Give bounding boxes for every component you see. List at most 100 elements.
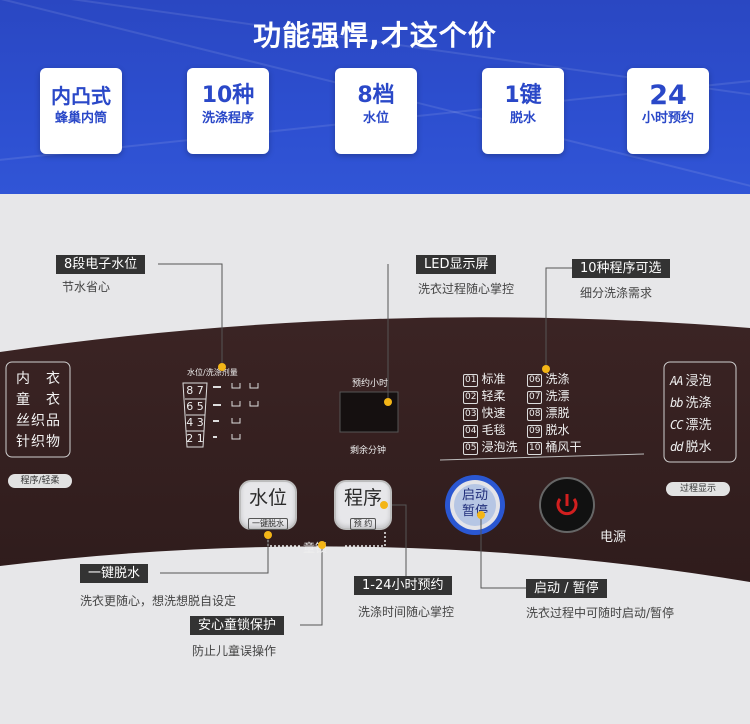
segment-digits: CC xyxy=(670,418,683,432)
phase-label: 浸泡 xyxy=(685,374,712,389)
phase-label: 脱水 xyxy=(685,440,712,455)
water-level-87: 8 7 xyxy=(186,384,204,397)
feature-subtitle: 水位 xyxy=(362,111,389,126)
program-name: 洗涤 xyxy=(545,372,570,386)
program-button-label: 程序 xyxy=(343,487,382,509)
feature-title: 8档 xyxy=(357,83,395,108)
callout-programs: 10种程序可选 xyxy=(572,259,670,278)
feature-card-drum: 内凸式 蜂巢内筒 xyxy=(40,68,122,154)
program-name: 毛毯 xyxy=(481,423,506,437)
feature-title: 1键 xyxy=(504,83,542,108)
callout-child-lock-desc: 防止儿童误操作 xyxy=(192,644,277,658)
water-level-43: 4 3 xyxy=(186,416,204,429)
feature-subtitle: 洗涤程序 xyxy=(201,111,254,126)
reserve-hours-label: 预约小时 xyxy=(352,379,389,389)
headline: 功能强悍,才这个价 xyxy=(253,19,497,52)
callout-led-desc: 洗衣过程随心掌控 xyxy=(418,282,515,296)
callout-water-level-desc: 节水省心 xyxy=(62,280,111,294)
banner: 功能强悍,才这个价 内凸式 蜂巢内筒 10种 洗涤程序 8档 水位 1键 脱水 … xyxy=(0,0,750,194)
feature-subtitle: 小时预约 xyxy=(641,111,694,126)
feature-subtitle: 脱水 xyxy=(509,111,536,126)
callout-programs-desc: 细分洗涤需求 xyxy=(580,286,653,300)
fabric-kids: 童 衣 xyxy=(16,392,61,408)
program-code: 04 xyxy=(463,425,479,438)
one-key-spin-label: 一键脱水 xyxy=(248,518,288,530)
callout-start-pause: 启动 / 暂停 xyxy=(526,579,607,598)
program-code: 08 xyxy=(527,408,543,421)
program-code: 01 xyxy=(463,374,479,387)
program-name: 洗漂 xyxy=(545,389,570,403)
callout-led: LED显示屏 xyxy=(416,255,497,274)
start-pause-button[interactable]: 启动 暂停 xyxy=(450,483,500,527)
water-level-21: 2 1 xyxy=(186,432,204,445)
phase-label: 漂洗 xyxy=(685,418,712,433)
segment-digits: bb xyxy=(670,396,683,410)
program-name: 浸泡洗 xyxy=(481,440,518,454)
power-label: 电源 xyxy=(600,530,627,545)
reservation-label: 预 约 xyxy=(349,518,377,530)
program-code: 09 xyxy=(527,425,543,438)
feature-title: 内凸式 xyxy=(51,84,111,108)
segment-digits: dd xyxy=(670,440,683,454)
feature-card-reservation: 24 小时预约 xyxy=(627,68,709,154)
callout-spin-desc: 洗衣更随心，想洗想脱自设定 xyxy=(80,594,237,608)
callout-dot xyxy=(264,531,272,539)
fabric-knit: 针织物 xyxy=(16,434,61,450)
feature-title: 24 xyxy=(649,80,687,111)
start-label: 启动 xyxy=(461,488,488,503)
water-level-button[interactable]: 水位 一键脱水 xyxy=(239,480,297,530)
water-level-button-label: 水位 xyxy=(248,487,287,509)
feature-title: 10种 xyxy=(201,83,255,108)
power-button[interactable] xyxy=(540,478,594,532)
fabric-silk: 丝织品 xyxy=(16,413,61,429)
callout-spin: 一键脱水 xyxy=(80,564,149,583)
program-name: 标准 xyxy=(481,372,506,386)
segment-digits: AA xyxy=(670,374,683,388)
feature-subtitle: 蜂巢内筒 xyxy=(54,111,107,126)
callout-start-pause-desc: 洗衣过程中可随时启动/暂停 xyxy=(526,606,675,620)
feature-card-water: 8档 水位 xyxy=(335,68,417,154)
program-name: 漂脱 xyxy=(545,406,570,420)
program-code: 07 xyxy=(527,391,543,404)
water-level-65: 6 5 xyxy=(186,400,204,413)
water-level-title: 水位/洗涤剂量 xyxy=(187,368,238,377)
pause-label: 暂停 xyxy=(461,504,488,519)
program-code: 06 xyxy=(527,374,543,387)
remaining-minutes-label: 剩余分钟 xyxy=(350,446,387,456)
callout-dot xyxy=(542,365,550,373)
fabric-program-button[interactable]: 程序/轻柔 xyxy=(8,474,72,488)
callout-reservation: 1-24小时预约 xyxy=(354,576,452,595)
program-name: 脱水 xyxy=(545,423,570,437)
callout-child-lock: 安心童锁保护 xyxy=(190,616,285,635)
callout-dot xyxy=(384,398,392,406)
program-code: 02 xyxy=(463,391,479,404)
callout-reservation-desc: 洗涤时间随心掌控 xyxy=(358,605,455,619)
program-code: 03 xyxy=(463,408,479,421)
program-name: 桶风干 xyxy=(545,440,582,454)
callout-dot xyxy=(477,511,485,519)
program-name: 轻柔 xyxy=(481,389,506,403)
phase-label: 洗涤 xyxy=(685,396,712,411)
feature-card-spin: 1键 脱水 xyxy=(482,68,564,154)
program-name: 快速 xyxy=(481,406,506,420)
phase-display-button[interactable]: 过程显示 xyxy=(666,482,730,496)
program-code: 10 xyxy=(527,442,543,455)
program-code: 05 xyxy=(463,442,479,455)
callout-water-level: 8段电子水位 xyxy=(56,255,146,274)
feature-card-programs: 10种 洗涤程序 xyxy=(187,68,269,154)
